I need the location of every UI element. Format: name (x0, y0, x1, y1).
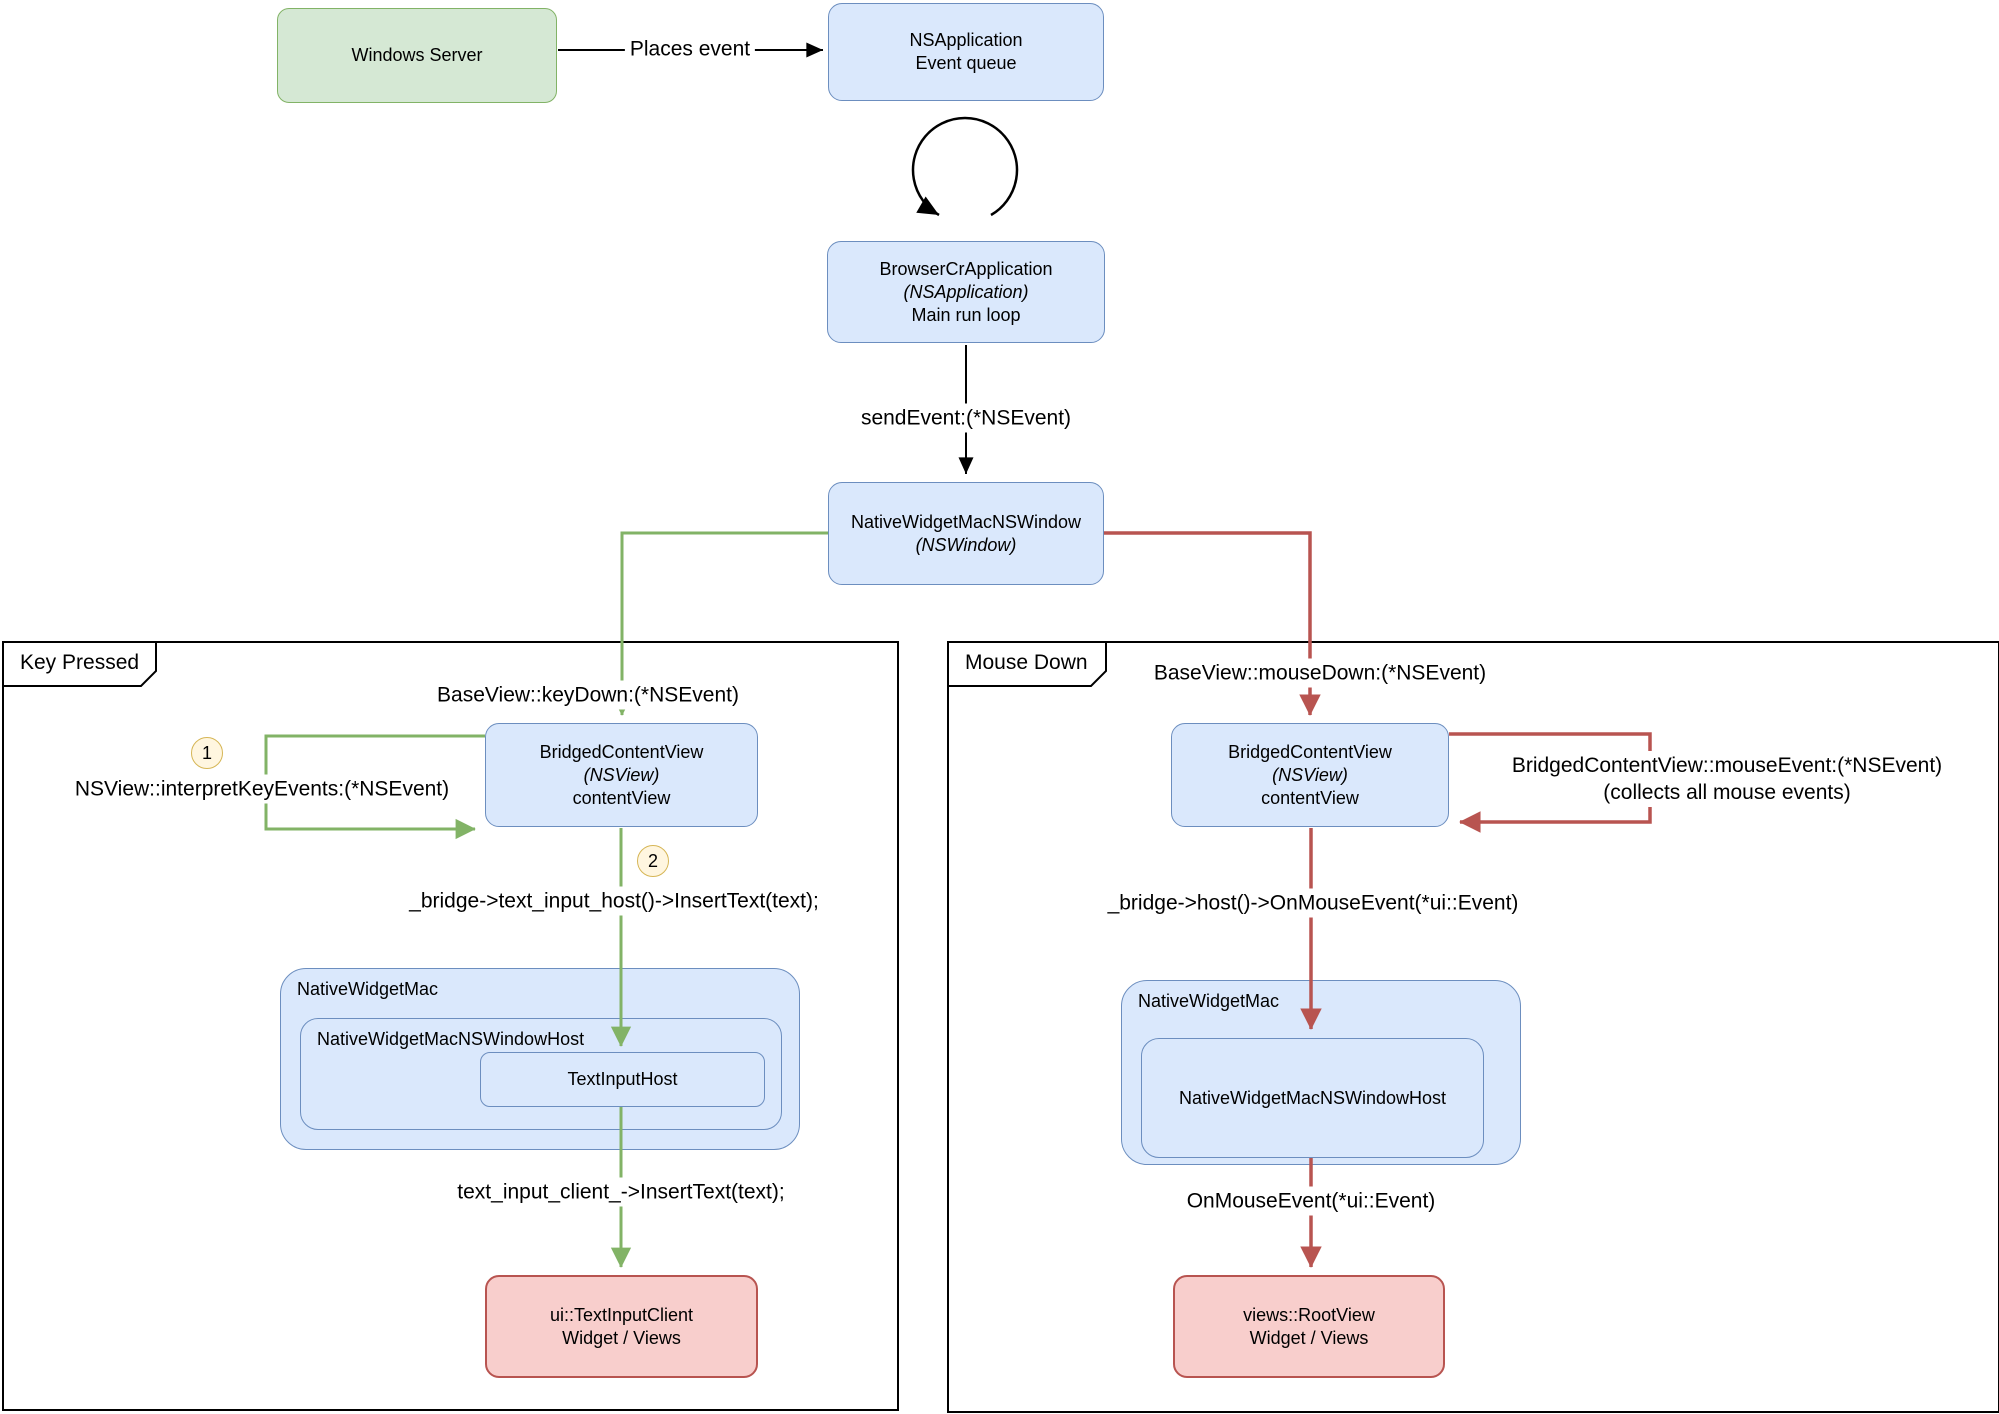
mouse-down-tab-shape (947, 641, 1107, 687)
node-line: contentView (1261, 787, 1359, 808)
edge-label-interpret-key-events: NSView::interpretKeyEvents:(*NSEvent) (69, 774, 455, 804)
mouse-down-tab-label: Mouse Down (965, 651, 1088, 674)
edge-label-insert-text-client: text_input_client_->InsertText(text); (452, 1177, 790, 1207)
node-label: NativeWidgetMacNSWindowHost (1178, 1087, 1447, 1108)
node-line: NativeWidgetMacNSWindow (850, 511, 1082, 532)
node-label: NativeWidgetMacNSWindowHost (317, 1029, 585, 1049)
node-bridged-content-view-key: BridgedContentView (NSView) contentView (485, 723, 758, 827)
key-pressed-tab-shape (2, 641, 157, 687)
run-loop-circle-arrow (911, 116, 1019, 217)
node-line: ui::TextInputClient (549, 1304, 694, 1325)
node-line: contentView (572, 787, 671, 808)
node-native-widget-mac-ns-window: NativeWidgetMacNSWindow (NSWindow) (828, 482, 1104, 585)
node-ui-text-input-client: ui::TextInputClient Widget / Views (485, 1275, 758, 1378)
node-native-widget-mac-ns-window-host-mouse: NativeWidgetMacNSWindowHost (1141, 1038, 1484, 1158)
node-line: (NSView) (583, 764, 660, 785)
step-1-badge: 1 (191, 737, 223, 769)
edge-label-mouse-down: BaseView::mouseDown:(*NSEvent) (1148, 658, 1492, 688)
step-2-badge: 2 (637, 845, 669, 877)
edge-label-line: (collects all mouse events) (1603, 781, 1851, 804)
key-pressed-container (2, 641, 899, 1411)
node-label: Windows Server (351, 45, 483, 65)
node-line: BrowserCrApplication (879, 258, 1053, 279)
node-windows-server: Windows Server (277, 8, 557, 103)
node-line: NSApplication (909, 30, 1023, 50)
edge-label-places-event: Places event (624, 34, 756, 64)
edge-label-send-event: sendEvent:(*NSEvent) (855, 403, 1077, 433)
node-line: (NSView) (1272, 764, 1348, 785)
node-line: BridgedContentView (1228, 741, 1392, 762)
edge-label-on-mouse-event-bridge: _bridge->host()->OnMouseEvent(*ui::Event… (1102, 888, 1524, 918)
node-label: NativeWidgetMac (297, 979, 439, 999)
edge-mouse-down-line (1104, 531, 1321, 716)
node-line: Event queue (915, 53, 1017, 73)
node-line: Widget / Views (562, 1327, 681, 1348)
node-label: TextInputHost (567, 1069, 678, 1089)
node-line: BridgedContentView (539, 741, 704, 762)
edge-label-line: BridgedContentView::mouseEvent:(*NSEvent… (1511, 754, 1943, 777)
node-line: Main run loop (911, 304, 1021, 325)
edge-label-mouse-event-loop: BridgedContentView::mouseEvent:(*NSEvent… (1506, 751, 1948, 807)
edge-label-key-down: BaseView::keyDown:(*NSEvent) (432, 680, 744, 710)
edge-label-insert-text-host: _bridge->text_input_host()->InsertText(t… (404, 886, 824, 916)
node-line: (NSApplication) (903, 281, 1029, 302)
node-nsapplication-event-queue: NSApplication Event queue (828, 3, 1104, 101)
node-browser-cr-application: BrowserCrApplication (NSApplication) Mai… (827, 241, 1105, 343)
node-line: (NSWindow) (915, 534, 1017, 555)
node-line: views::RootView (1243, 1304, 1375, 1325)
node-line: Widget / Views (1249, 1327, 1369, 1348)
node-label: NativeWidgetMac (1138, 991, 1280, 1011)
node-text-input-host: TextInputHost (480, 1052, 765, 1107)
node-bridged-content-view-mouse: BridgedContentView (NSView) contentView (1171, 723, 1449, 827)
node-views-root-view: views::RootView Widget / Views (1173, 1275, 1445, 1378)
key-pressed-tab-label: Key Pressed (20, 651, 140, 674)
edge-label-on-mouse-event: OnMouseEvent(*ui::Event) (1181, 1186, 1441, 1216)
edge-key-down-line (611, 531, 828, 716)
